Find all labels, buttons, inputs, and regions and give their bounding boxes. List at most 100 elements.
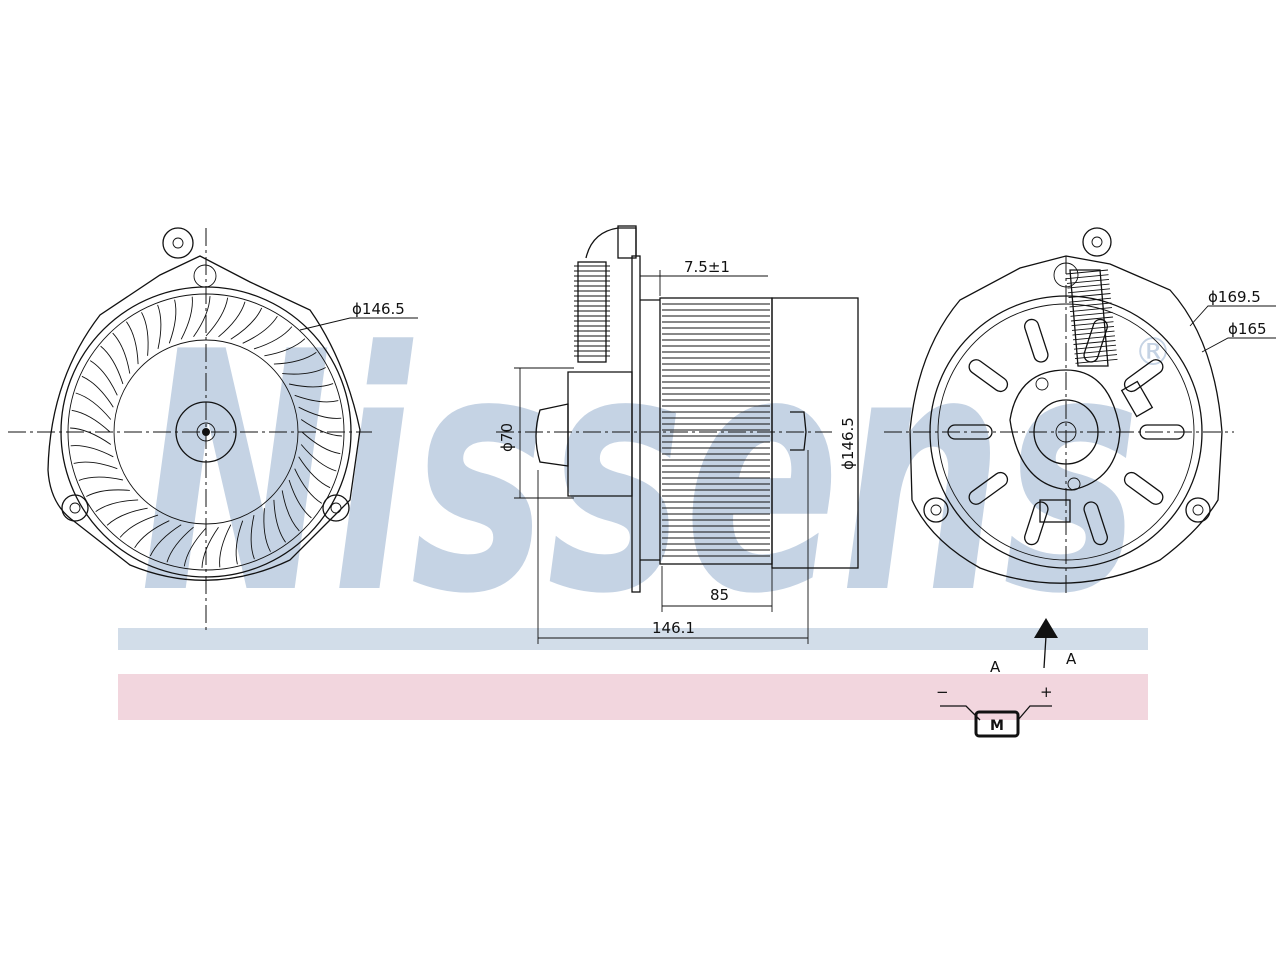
rear-hose-rib	[1075, 358, 1118, 364]
front-top-ear	[162, 227, 194, 259]
rear-hose-rib	[1072, 335, 1116, 341]
rear-outer-diameter-label: ϕ169.5	[1208, 288, 1261, 306]
impeller-blade	[70, 427, 112, 445]
impeller-blade	[281, 490, 300, 532]
rear-vent-slots	[947, 318, 1185, 546]
connector-plus-label: +	[1040, 683, 1053, 701]
nissens-watermark: Nissens ®	[118, 282, 1172, 720]
impeller-blade	[205, 297, 229, 337]
vent-slot	[1024, 318, 1049, 363]
impeller-blade	[149, 524, 182, 557]
rear-hose-rib	[1074, 354, 1118, 360]
impeller-blade	[300, 444, 337, 472]
impeller-blade	[253, 326, 293, 350]
side-wheel-width-label: 85	[710, 586, 729, 604]
rear-bracket-screw-top	[1035, 377, 1049, 391]
impeller-blade	[70, 445, 114, 458]
impeller-blade	[294, 468, 323, 504]
side-view: 7.5±1 ϕ70 ϕ146.5 85 146.1	[496, 225, 859, 644]
impeller-blade	[298, 406, 342, 419]
front-diameter-leader	[299, 317, 418, 331]
impeller-blade	[73, 461, 118, 470]
rear-hose-body	[1069, 269, 1109, 367]
impeller-blade	[289, 383, 334, 388]
rear-hose-rib	[1073, 344, 1117, 350]
vent-slot	[968, 359, 1009, 393]
front-housing-outline	[47, 255, 361, 581]
rear-hose-rib	[1070, 316, 1114, 322]
rear-hose-rib	[1068, 293, 1111, 298]
rear-hose-rib	[1067, 288, 1111, 294]
vent-slot	[1123, 471, 1164, 505]
rear-hose-rib	[1070, 311, 1113, 317]
side-hose-elbow	[585, 227, 637, 259]
rear-hose-rib	[1069, 307, 1113, 313]
rear-hose-rib	[1066, 274, 1109, 280]
rear-hose-rib	[1071, 325, 1115, 331]
rear-inner-diameter-leader	[1201, 337, 1276, 353]
impeller-blade	[71, 409, 111, 433]
rear-connector-housing	[1039, 499, 1071, 523]
impeller-blade	[78, 476, 123, 481]
front-view: ϕ146.5	[8, 227, 418, 632]
rear-ear-left	[923, 497, 949, 523]
impeller-blade	[288, 479, 312, 519]
impeller-blade	[250, 515, 255, 560]
vent-slot	[1024, 501, 1049, 546]
impeller-blade	[126, 321, 139, 365]
rear-hose-rib	[1073, 340, 1116, 345]
rear-hose-rib	[1065, 269, 1109, 275]
impeller-blade	[273, 352, 317, 365]
connector-minus-label: −	[936, 683, 949, 701]
impeller-blade	[230, 307, 263, 340]
rear-ear-right-hole	[1192, 504, 1204, 516]
side-shaft-nut	[790, 411, 807, 451]
rear-outer-diameter-leader	[1189, 305, 1276, 327]
impeller-blade	[86, 489, 130, 497]
impeller-blade	[294, 394, 339, 403]
impeller-blade	[81, 375, 114, 408]
rear-hose-rib	[1074, 349, 1117, 355]
impeller-blade	[134, 520, 170, 549]
rear-top-ear	[1082, 227, 1112, 257]
connector-diagram: − + M	[936, 683, 1053, 738]
rear-view: ϕ169.5 ϕ165	[884, 227, 1276, 596]
watermark-band-upper	[118, 628, 1148, 650]
rear-hose-rib	[1066, 278, 1110, 284]
rear-hose-ribs	[1065, 269, 1118, 367]
vent-slot	[968, 471, 1009, 505]
rear-hose-rib	[1071, 321, 1114, 327]
impeller-blade	[95, 499, 139, 512]
impeller-blade	[119, 514, 159, 538]
rear-hose-rib	[1072, 330, 1115, 336]
impeller-blade	[180, 296, 193, 340]
side-wheel-fins	[662, 303, 770, 557]
impeller-blade	[282, 367, 326, 375]
impeller-blade	[273, 499, 286, 543]
impeller-blade	[75, 392, 112, 420]
impeller-blade	[264, 338, 306, 357]
rear-bracket-screw-bottom	[1067, 477, 1081, 491]
impeller-blade	[301, 431, 341, 455]
rear-housing-outline	[909, 255, 1223, 584]
hose-body	[577, 261, 607, 363]
view-a-label-left: A	[990, 658, 1001, 676]
front-ear-left-hole	[69, 502, 81, 514]
front-top-ear-hole	[172, 237, 184, 249]
rear-top-ear-hole	[1091, 236, 1103, 248]
rear-brush-holder	[1120, 380, 1154, 418]
impeller-blade	[218, 301, 246, 338]
front-impeller-diameter-label: ϕ146.5	[352, 300, 405, 318]
connector-symbol	[974, 710, 1020, 738]
rear-hose-rib	[1068, 297, 1112, 303]
side-motor-diameter-label: ϕ70	[498, 423, 516, 452]
impeller-blade	[166, 526, 194, 563]
rear-motor-bracket	[1009, 369, 1121, 491]
impeller-blade	[168, 299, 177, 344]
rear-ear-right	[1185, 497, 1211, 523]
impeller-blade	[89, 360, 118, 396]
view-a-label-right: A	[1066, 650, 1077, 668]
front-ear-left	[61, 494, 89, 522]
view-a-arrow-head	[1034, 618, 1058, 638]
rear-inner-diameter-label: ϕ165	[1228, 320, 1267, 338]
